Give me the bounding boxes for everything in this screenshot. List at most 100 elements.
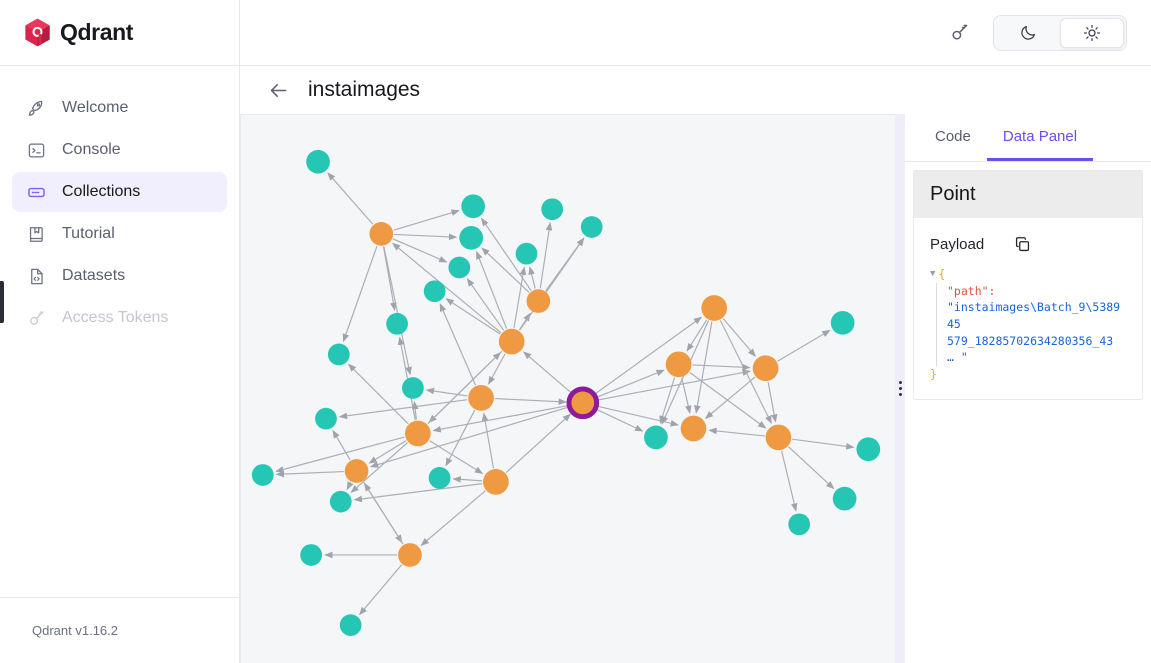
graph-edge bbox=[513, 266, 527, 329]
graph-edge bbox=[494, 397, 567, 405]
graph-node[interactable] bbox=[665, 351, 692, 378]
graph-node[interactable] bbox=[448, 256, 471, 279]
sidebar-item-console[interactable]: Console bbox=[12, 130, 227, 170]
graph-node[interactable] bbox=[515, 242, 538, 265]
graph-node[interactable] bbox=[832, 486, 857, 511]
graph-node[interactable] bbox=[369, 222, 394, 246]
graph-node[interactable] bbox=[423, 280, 446, 303]
sidebar-item-access-tokens[interactable]: Access Tokens bbox=[12, 298, 227, 338]
graph-node-selected[interactable] bbox=[566, 386, 600, 420]
graph-node[interactable] bbox=[386, 312, 408, 335]
graph-visualization[interactable] bbox=[241, 115, 895, 663]
graph-node[interactable] bbox=[428, 467, 451, 489]
graph-edge bbox=[719, 320, 772, 424]
tab-data-panel[interactable]: Data Panel bbox=[986, 114, 1094, 161]
key-icon bbox=[951, 24, 967, 40]
graph-edge bbox=[523, 351, 572, 394]
panel-splitter[interactable] bbox=[895, 114, 905, 663]
graph-node[interactable] bbox=[404, 420, 431, 447]
collections-icon bbox=[26, 182, 46, 202]
graph-edge bbox=[420, 490, 486, 546]
graph-node[interactable] bbox=[251, 464, 274, 486]
graph-node[interactable] bbox=[329, 490, 352, 513]
graph-node[interactable] bbox=[541, 198, 564, 221]
json-key-path: "path": bbox=[947, 283, 996, 298]
copy-payload-button[interactable] bbox=[1010, 232, 1034, 256]
graph-edge bbox=[392, 238, 448, 263]
graph-node[interactable] bbox=[339, 614, 362, 636]
sun-icon bbox=[1084, 24, 1100, 41]
graph-edge bbox=[481, 412, 495, 469]
json-value-line-1: "instaimages\Batch_9\538945 bbox=[947, 300, 1121, 332]
graph-edge bbox=[432, 404, 569, 433]
theme-dark-button[interactable] bbox=[996, 18, 1060, 48]
graph-edges bbox=[275, 172, 855, 616]
graph-node[interactable] bbox=[526, 289, 551, 313]
graph-node[interactable] bbox=[498, 328, 525, 355]
graph-nodes[interactable] bbox=[251, 149, 881, 636]
sidebar-item-tutorial[interactable]: Tutorial bbox=[12, 214, 227, 254]
key-icon bbox=[26, 308, 46, 328]
graph-edge bbox=[781, 450, 798, 512]
sidebar-item-welcome[interactable]: Welcome bbox=[12, 88, 227, 128]
tab-code[interactable]: Code bbox=[919, 114, 987, 161]
graph-edge bbox=[368, 440, 407, 464]
graph-node[interactable] bbox=[459, 225, 484, 250]
body: Welcome Console bbox=[0, 66, 1151, 663]
theme-toggle-group[interactable] bbox=[993, 14, 1127, 51]
sidebar-collapse-handle[interactable] bbox=[0, 281, 4, 323]
graph-edge bbox=[411, 400, 419, 420]
graph-canvas[interactable] bbox=[240, 114, 895, 663]
graph-edge bbox=[788, 446, 835, 490]
graph-node[interactable] bbox=[306, 149, 330, 174]
graph-node[interactable] bbox=[468, 385, 494, 411]
graph-edge bbox=[392, 242, 502, 334]
point-card-header: Point bbox=[914, 171, 1142, 218]
sidebar-item-label: Tutorial bbox=[62, 225, 115, 242]
graph-edge bbox=[382, 246, 397, 311]
graph-node[interactable] bbox=[856, 437, 881, 462]
graph-edge bbox=[545, 237, 585, 291]
collection-header: instaimages bbox=[240, 66, 1151, 114]
graph-node[interactable] bbox=[344, 459, 369, 483]
top-bar-actions bbox=[943, 14, 1151, 51]
graph-edge bbox=[347, 363, 409, 425]
graph-edge bbox=[681, 377, 692, 414]
graph-edge bbox=[539, 222, 553, 289]
graph-edge bbox=[394, 233, 458, 241]
sidebar-item-label: Collections bbox=[62, 183, 141, 200]
graph-node[interactable] bbox=[461, 194, 486, 219]
graph-node[interactable] bbox=[788, 513, 811, 536]
sidebar-item-collections[interactable]: Collections bbox=[12, 172, 227, 212]
back-button[interactable] bbox=[266, 78, 290, 102]
moon-icon bbox=[1021, 25, 1036, 40]
graph-edge bbox=[369, 406, 569, 468]
graph-node[interactable] bbox=[483, 469, 509, 495]
graph-node[interactable] bbox=[644, 425, 668, 450]
graph-edge bbox=[466, 278, 505, 331]
json-open-row[interactable]: ▼ { bbox=[930, 266, 1126, 283]
arrow-left-icon bbox=[270, 83, 286, 97]
graph-node[interactable] bbox=[830, 310, 855, 335]
graph-edge bbox=[327, 172, 374, 225]
chevron-down-icon[interactable]: ▼ bbox=[930, 269, 936, 279]
point-title: Point bbox=[930, 183, 976, 205]
graph-edge bbox=[476, 250, 508, 329]
graph-edge bbox=[722, 318, 756, 357]
api-key-button[interactable] bbox=[943, 17, 975, 49]
graph-node[interactable] bbox=[580, 216, 603, 238]
sidebar-item-datasets[interactable]: Datasets bbox=[12, 256, 227, 296]
graph-node[interactable] bbox=[300, 544, 323, 566]
graph-node[interactable] bbox=[315, 407, 337, 430]
graph-node[interactable] bbox=[680, 415, 707, 442]
graph-edge bbox=[659, 377, 676, 425]
graph-node[interactable] bbox=[752, 355, 779, 382]
graph-node[interactable] bbox=[701, 295, 728, 321]
graph-node[interactable] bbox=[402, 377, 424, 399]
brand-logo[interactable]: Qdrant bbox=[0, 0, 240, 65]
terminal-icon bbox=[26, 140, 46, 160]
graph-node[interactable] bbox=[398, 543, 422, 567]
graph-node[interactable] bbox=[765, 424, 792, 451]
graph-node[interactable] bbox=[327, 343, 350, 366]
theme-light-button[interactable] bbox=[1060, 17, 1124, 48]
